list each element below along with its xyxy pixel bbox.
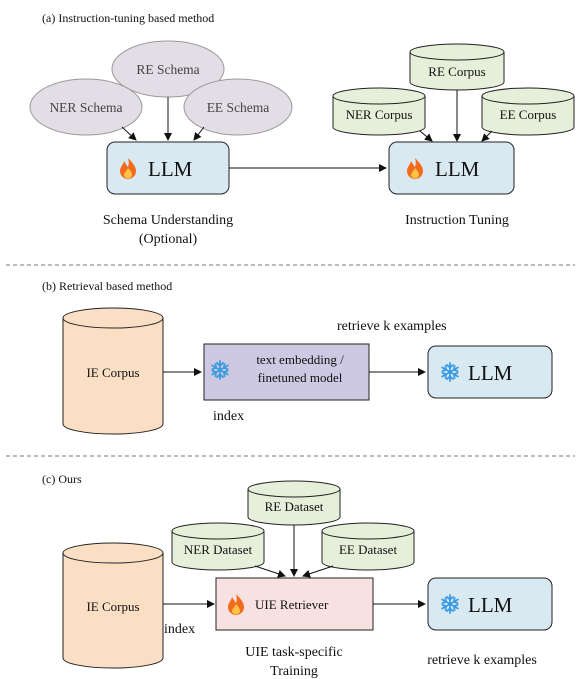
arrow-ner-schema-to-llm [121,126,137,141]
schema-ellipse-re: RE Schema [111,40,225,98]
caption-schema-understanding: Schema Understanding [103,213,233,228]
embedding-label-line2: finetuned model [258,370,343,385]
dataset-label-ner: NER Dataset [184,542,253,557]
section-a: (a) Instruction-tuning based method RE S… [29,11,575,247]
arrow-ner-dataset-to-retriever [254,565,286,578]
index-label-c: index [164,622,195,637]
section-c-title: (c) Ours [42,472,82,486]
llm-label-right: LLM [435,157,480,181]
corpus-cylinder-ee: EE Corpus [481,87,575,136]
section-b-title: (b) Retrieval based method [42,279,172,293]
corpus-cylinder-re: RE Corpus [409,43,505,91]
section-b: (b) Retrieval based method IE Corpus tex… [42,279,553,435]
embedding-label-line1: text embedding / [256,352,344,367]
section-a-title: (a) Instruction-tuning based method [42,11,214,25]
arrow-ner-corpus-to-llm [419,130,433,142]
schema-label-ee: EE Schema [207,100,270,115]
retrieve-label-c: retrieve k examples [427,653,537,668]
caption-training: Training [270,664,318,679]
ie-corpus-label-c: IE Corpus [86,599,139,614]
caption-optional: (Optional) [139,232,198,247]
llm-label-b: LLM [468,361,513,385]
llm-label-c: LLM [468,593,513,617]
llm-box-right: LLM [388,141,515,195]
ie-corpus-cylinder-c: IE Corpus [62,542,164,669]
corpus-label-ee: EE Corpus [500,107,557,122]
llm-box-b: LLM [427,345,553,399]
schema-label-re: RE Schema [136,62,199,77]
uie-retriever-box: UIE Retriever [215,577,374,631]
index-label-b: index [213,409,244,424]
arrow-ee-corpus-to-llm [481,130,493,142]
dataset-label-ee: EE Dataset [339,542,398,557]
ie-corpus-label-b: IE Corpus [86,365,139,380]
schema-ellipse-ner: NER Schema [29,78,143,136]
llm-label-left: LLM [148,157,193,181]
embedding-model-box: text embedding / finetuned model [203,343,370,401]
schema-ellipse-ee: EE Schema [183,78,293,136]
llm-box-c: LLM [427,577,553,631]
section-c: (c) Ours RE Dataset NER Dataset EE Datas… [42,472,553,679]
caption-uie-task-specific: UIE task-specific [245,645,343,660]
arrow-ee-schema-to-llm [193,126,205,141]
dataset-cylinder-ner: NER Dataset [171,522,265,571]
dataset-label-re: RE Dataset [265,499,324,514]
caption-instruction-tuning: Instruction Tuning [405,213,509,228]
corpus-cylinder-ner: NER Corpus [332,87,426,136]
corpus-label-re: RE Corpus [428,64,485,79]
corpus-label-ner: NER Corpus [346,107,413,122]
schema-label-ner: NER Schema [49,100,122,115]
llm-box-left: LLM [106,141,230,195]
arrow-ee-dataset-to-retriever [302,565,334,578]
dataset-cylinder-re: RE Dataset [247,480,341,526]
retriever-label: UIE Retriever [255,597,329,612]
ie-corpus-cylinder-b: IE Corpus [62,307,164,435]
dataset-cylinder-ee: EE Dataset [321,522,415,571]
retrieve-label-b: retrieve k examples [337,319,447,334]
